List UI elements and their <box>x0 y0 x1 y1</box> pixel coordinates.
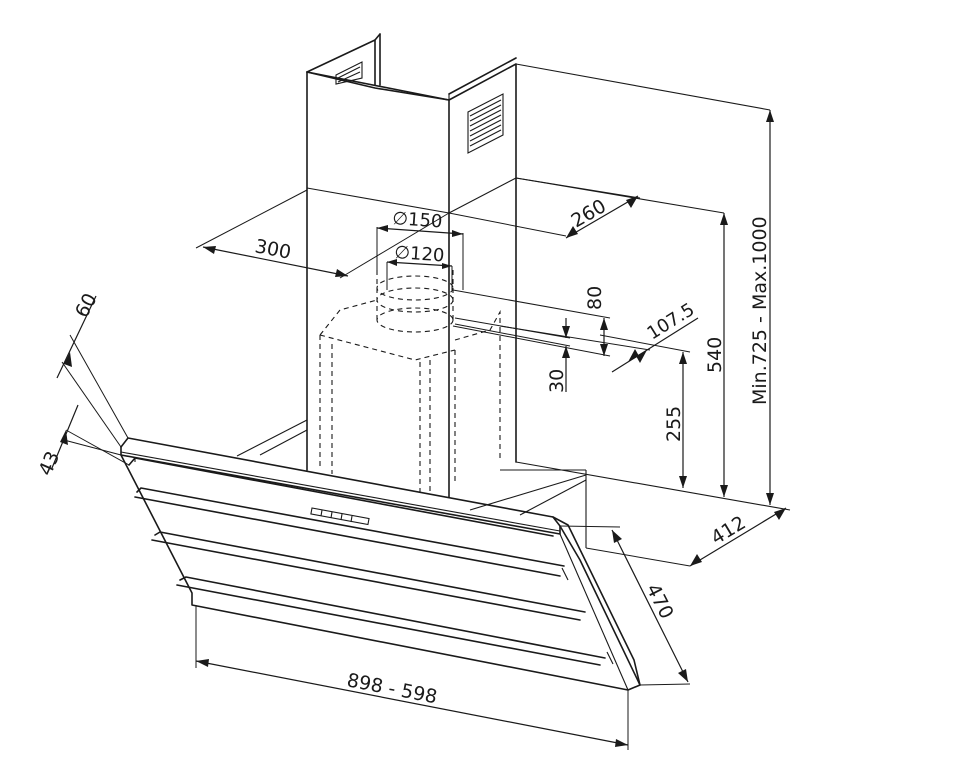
vent-grille-icon <box>467 93 504 154</box>
duct-inner-diameter-label: ∅120 <box>394 242 445 266</box>
chimney-depth-label: 260 <box>568 195 610 232</box>
dim-chimney-depth: 260 <box>448 177 641 239</box>
dim-chimney-height: 540 <box>704 213 728 497</box>
canopy-depth-label: 470 <box>642 580 678 622</box>
total-height-label: Min.725 - Max.1000 <box>749 216 771 405</box>
hood-height-label: 255 <box>663 406 685 442</box>
duct-outer-diameter-label: ∅150 <box>392 208 443 232</box>
canopy <box>120 437 641 691</box>
canopy-strip-label: 43 <box>34 448 64 479</box>
vent-grille-icon <box>335 61 363 85</box>
duct-depth-label: 107.5 <box>644 299 699 344</box>
duct-offset-label: 30 <box>546 369 568 393</box>
dim-duct-offset: 30 <box>454 317 571 393</box>
dim-hood-height: 255 <box>599 334 691 488</box>
motor-housing-hidden <box>319 270 501 494</box>
chimney <box>306 33 517 498</box>
duct-collar-label: 80 <box>584 286 606 310</box>
width-label: 898 - 598 <box>345 669 439 708</box>
chimney-height-label: 540 <box>704 337 726 373</box>
dim-canopy-top: 60 <box>56 290 129 448</box>
dim-chimney-width: 300 <box>195 189 450 279</box>
dim-duct-diameters: ∅150 ∅120 <box>376 208 464 290</box>
control-panel-buttons-icon <box>310 507 370 526</box>
wall-reference-lines <box>236 63 791 548</box>
dim-duct-collar: 80 <box>452 286 611 357</box>
wall-depth-label: 412 <box>707 512 749 550</box>
canopy-top-label: 60 <box>71 290 102 322</box>
dim-total-height: Min.725 - Max.1000 <box>749 110 774 505</box>
dim-canopy-strip: 43 <box>34 404 130 479</box>
chimney-width-label: 300 <box>253 235 293 264</box>
